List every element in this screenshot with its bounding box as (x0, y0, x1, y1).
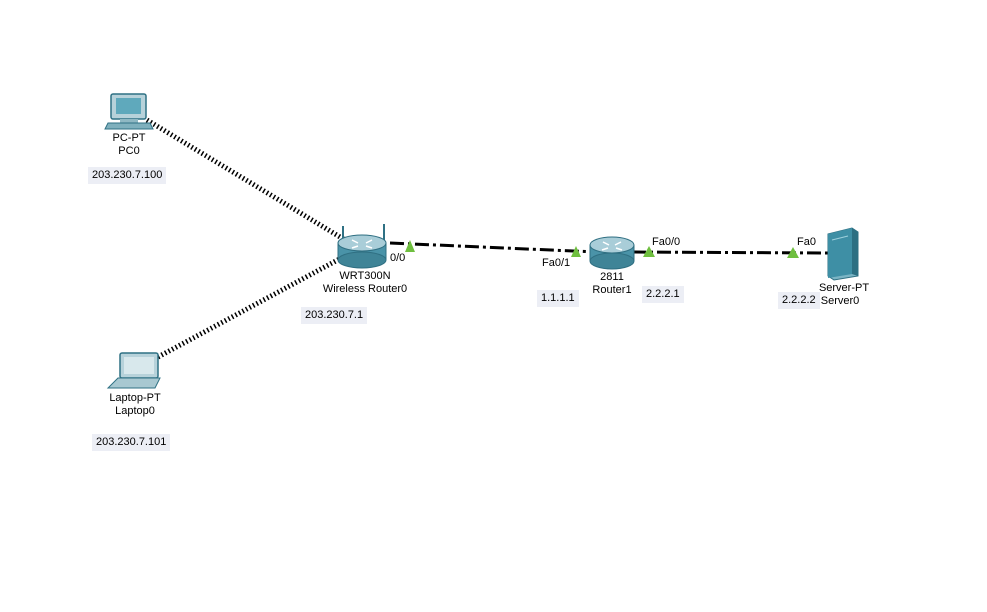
pc-ip-label: 203.230.7.100 (88, 167, 167, 184)
pc-icon[interactable] (104, 93, 154, 130)
router1-port-left-label: Fa0/1 (542, 257, 571, 269)
link-up-indicator (643, 246, 655, 257)
server-port-label: Fa0 (797, 236, 816, 248)
server-ip-label: 2.2.2.2 (778, 292, 820, 309)
pc-name-label: PC0 (118, 145, 140, 157)
wireless-router-icon[interactable] (337, 224, 387, 269)
pc-model-label: PC-PT (112, 132, 146, 144)
server-name-label: Server0 (820, 295, 860, 307)
wireless-link-laptop0[interactable] (156, 253, 347, 360)
router1-port-right-label: Fa0/0 (652, 236, 681, 248)
server-icon[interactable] (827, 227, 859, 281)
wireless-link-pc0[interactable] (145, 117, 347, 243)
link-up-indicator (571, 246, 581, 257)
wrt-name-label: Wireless Router0 (322, 283, 408, 295)
laptop-icon[interactable] (106, 352, 161, 389)
wrt-model-label: WRT300N (339, 270, 391, 282)
server-model-label: Server-PT (818, 282, 870, 294)
link-up-indicator (405, 240, 415, 252)
laptop-name-label: Laptop0 (115, 405, 155, 417)
link-up-indicator (787, 247, 799, 258)
router1-model-label: 2811 (600, 271, 624, 283)
router1-ip-left-label: 1.1.1.1 (537, 290, 579, 307)
router1-name-label: Router1 (592, 284, 632, 296)
laptop-ip-label: 203.230.7.101 (92, 434, 171, 451)
laptop-model-label: Laptop-PT (109, 392, 161, 404)
wrt-port-label: 0/0 (390, 252, 406, 264)
link-router1-server0[interactable] (631, 250, 829, 255)
router1-ip-right-label: 2.2.2.1 (642, 286, 684, 303)
wrt-ip-label: 203.230.7.1 (301, 307, 368, 324)
router-icon[interactable] (589, 236, 635, 270)
link-wrt-router1[interactable] (389, 241, 597, 254)
